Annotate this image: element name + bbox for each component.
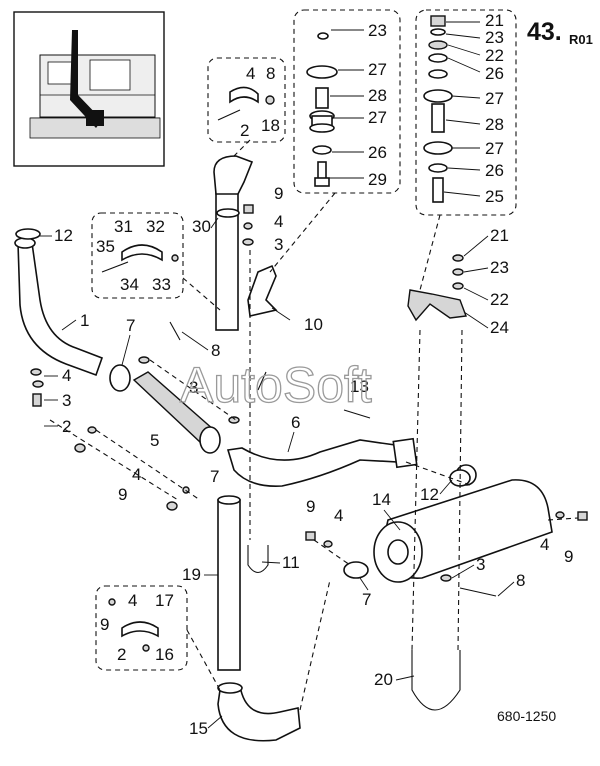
- label-10: 10: [304, 315, 323, 334]
- label-2: 2: [117, 645, 126, 664]
- label-32: 32: [146, 217, 165, 236]
- rubber-hanger: [407, 289, 467, 322]
- page-code-suffix: R01: [569, 32, 593, 47]
- label-21: 21: [490, 226, 509, 245]
- label-35: 35: [96, 237, 115, 256]
- clamp-kit-box-16: 9 4 17 2 16: [95, 585, 188, 671]
- fasteners: [30, 204, 588, 597]
- label-28: 28: [368, 86, 387, 105]
- label-2: 2: [240, 121, 249, 140]
- label-9: 9: [100, 615, 109, 634]
- label-25: 25: [485, 187, 504, 206]
- label-22: 22: [485, 46, 504, 65]
- label-15: 15: [189, 719, 208, 738]
- label-17: 17: [155, 591, 174, 610]
- label-29: 29: [368, 170, 387, 189]
- intermediate-pipe: [226, 437, 418, 487]
- flex-pipe: [109, 364, 221, 454]
- label-9: 9: [274, 184, 283, 203]
- tail-pipe-lower: [217, 495, 241, 671]
- label-3: 3: [476, 555, 485, 574]
- clamp-kit-box-18: 4 8 2 18: [207, 57, 286, 143]
- label-14: 14: [372, 490, 391, 509]
- label-23: 23: [368, 21, 387, 40]
- label-8: 8: [516, 571, 525, 590]
- label-16: 16: [155, 645, 174, 664]
- label-34: 34: [120, 275, 139, 294]
- bracket: [247, 264, 278, 317]
- label-7: 7: [362, 590, 371, 609]
- label-12: 12: [420, 485, 439, 504]
- label-4: 4: [246, 64, 255, 83]
- label-27: 27: [485, 89, 504, 108]
- label-11: 11: [282, 553, 300, 572]
- label-30: 30: [192, 217, 211, 236]
- page-code: 43.: [527, 18, 562, 46]
- label-3: 3: [274, 235, 283, 254]
- u-bolt-11: [247, 545, 269, 574]
- label-33: 33: [152, 275, 171, 294]
- clamp-kit-box-31: 31 32 35 34 33: [91, 212, 184, 299]
- tail-elbow: [217, 682, 301, 742]
- clamp-7: [343, 561, 369, 579]
- label-27: 27: [368, 108, 387, 127]
- label-31: 31: [114, 217, 133, 236]
- label-26: 26: [485, 161, 504, 180]
- label-3: 3: [62, 391, 71, 410]
- label-23: 23: [490, 258, 509, 277]
- label-12: 12: [54, 226, 73, 245]
- label-20: 20: [374, 670, 393, 689]
- label-27: 27: [485, 139, 504, 158]
- label-9: 9: [564, 547, 573, 566]
- label-4: 4: [128, 591, 137, 610]
- label-4: 4: [62, 366, 71, 385]
- vehicle-thumbnail: [13, 11, 165, 167]
- label-3: 3: [189, 378, 198, 397]
- label-4: 4: [540, 535, 549, 554]
- mount-kit-box-right: 21 23 22 26 27 28 27 26 25: [415, 9, 517, 216]
- label-23: 23: [485, 28, 504, 47]
- label-4: 4: [274, 212, 283, 231]
- label-26: 26: [485, 64, 504, 83]
- label-8: 8: [266, 64, 275, 83]
- label-7: 7: [210, 467, 219, 486]
- label-22: 22: [490, 290, 509, 309]
- label-9: 9: [306, 497, 315, 516]
- label-21: 21: [485, 11, 504, 30]
- front-exhaust-pipe: [14, 228, 104, 377]
- label-24: 24: [490, 318, 509, 337]
- drawing-number: 680-1250: [497, 708, 556, 724]
- part-labels: 12 1 4 3 2 7 8 3 5 4 9 7 30 9 4 3 10 13 …: [54, 184, 573, 738]
- label-2: 2: [62, 417, 71, 436]
- dashed-leaders: [49, 139, 579, 711]
- label-28: 28: [485, 115, 504, 134]
- label-27: 27: [368, 60, 387, 79]
- label-18: 18: [261, 116, 280, 135]
- label-13: 13: [350, 377, 369, 396]
- mount-kit-box-center: 23 27 28 27 26 29: [293, 9, 401, 194]
- label-7: 7: [126, 316, 135, 335]
- label-8: 8: [211, 341, 220, 360]
- label-4: 4: [334, 506, 343, 525]
- label-6: 6: [291, 413, 300, 432]
- label-19: 19: [182, 565, 201, 584]
- label-26: 26: [368, 143, 387, 162]
- label-9: 9: [118, 485, 127, 504]
- label-leaders: [40, 217, 515, 729]
- watermark: AutoSoft: [180, 357, 372, 413]
- label-4: 4: [132, 465, 141, 484]
- label-5: 5: [150, 431, 159, 450]
- label-1: 1: [80, 311, 89, 330]
- tail-pipe-upper: [213, 155, 254, 331]
- u-bolt-20: [411, 650, 461, 711]
